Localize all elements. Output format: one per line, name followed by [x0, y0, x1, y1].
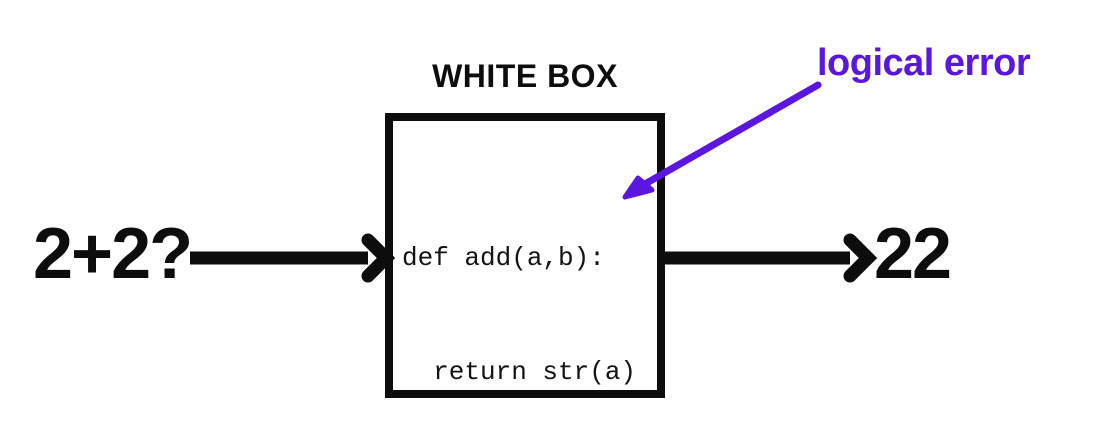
white-box-title: WHITE BOX [432, 58, 618, 94]
code-line-2: return str(a) [402, 357, 637, 387]
code-block: def add(a,b): return str(a) + str(b) [402, 163, 636, 442]
annotation-label: logical error [817, 42, 1031, 84]
output-arrow-icon [665, 233, 878, 283]
output-value-label: 22 [874, 214, 952, 294]
input-arrow-icon [190, 233, 396, 283]
input-expression-label: 2+2? [33, 214, 193, 294]
code-line-1: def add(a,b): [402, 243, 605, 273]
